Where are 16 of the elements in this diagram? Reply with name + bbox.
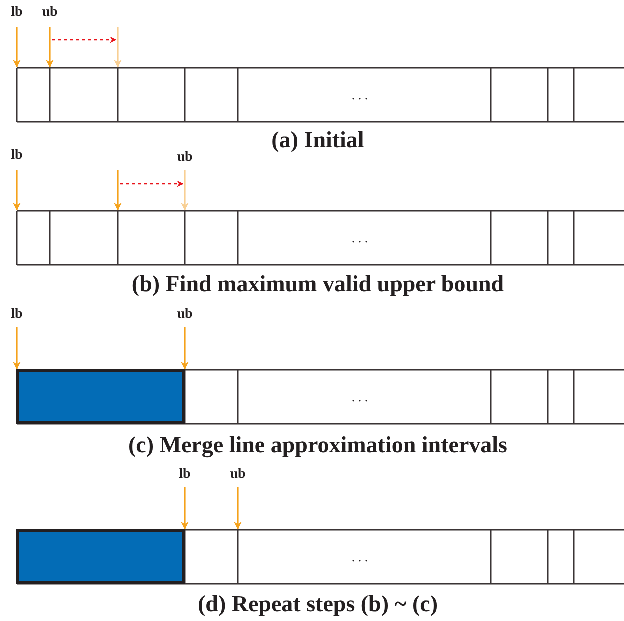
ellipsis: . . . bbox=[352, 550, 368, 564]
pointer-label: ub bbox=[177, 308, 193, 322]
pointer-label: ub bbox=[177, 151, 193, 165]
pointer-label: lb bbox=[11, 149, 23, 163]
ellipsis: . . . bbox=[352, 390, 368, 404]
caption: (c) Merge line approximation intervals bbox=[128, 434, 508, 456]
caption: (b) Find maximum valid upper bound bbox=[132, 272, 504, 296]
pointer-label: ub bbox=[230, 468, 246, 482]
caption: (d) Repeat steps (b) ~ (c) bbox=[198, 592, 438, 616]
pointer-label: ub bbox=[42, 6, 58, 20]
ellipsis: . . . bbox=[352, 88, 368, 102]
pointer-label: lb bbox=[11, 6, 23, 20]
ellipsis: . . . bbox=[352, 232, 368, 244]
pointer-label: lb bbox=[179, 468, 191, 482]
caption: (a) Initial bbox=[272, 128, 364, 152]
pointer-label: lb bbox=[11, 308, 23, 322]
